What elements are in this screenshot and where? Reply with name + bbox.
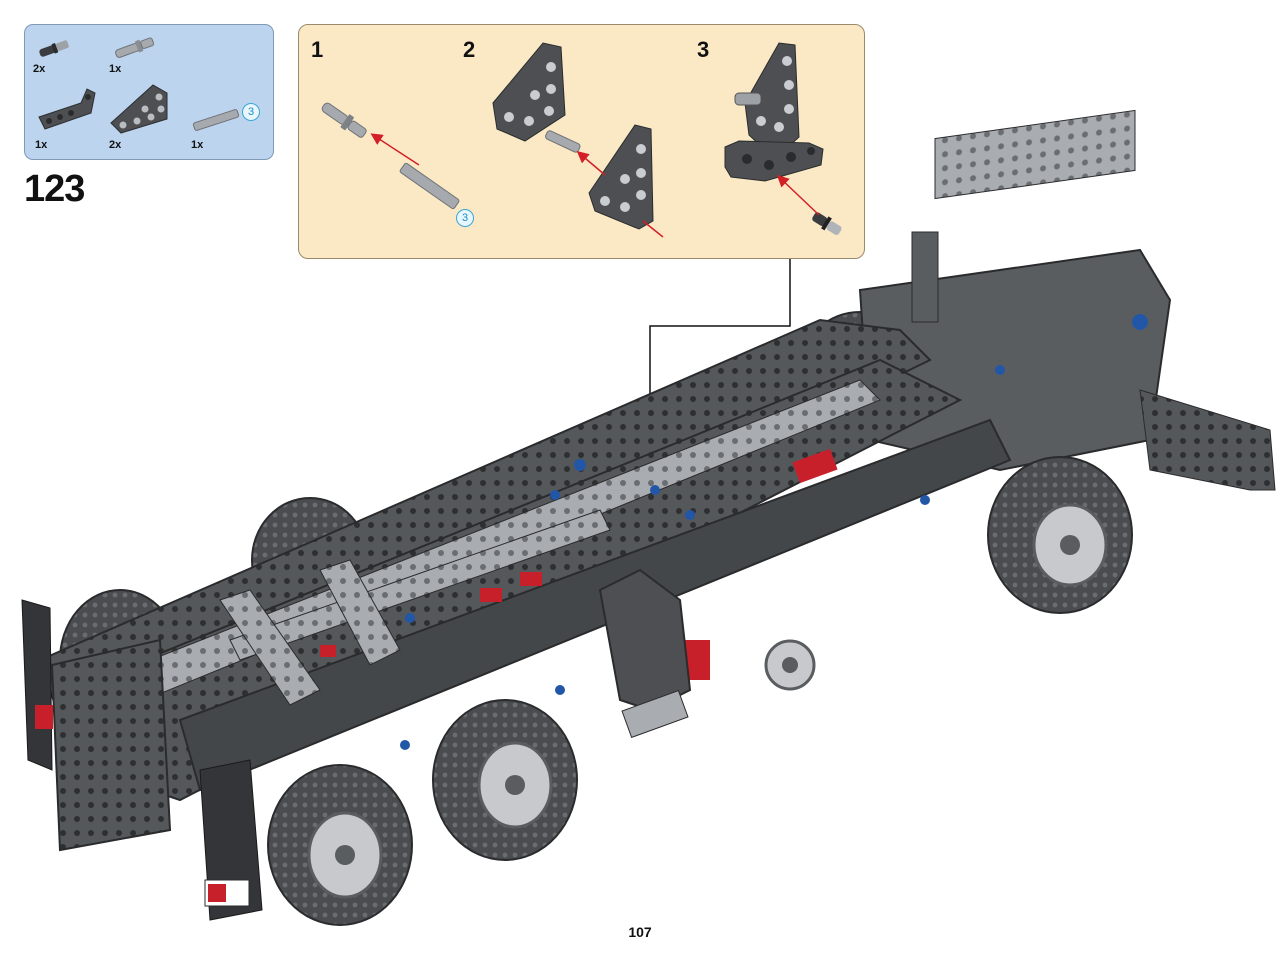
- triangle-beam-icon: [107, 79, 173, 137]
- l-beam-icon: [33, 83, 97, 135]
- color-accents: [320, 365, 1005, 750]
- subassembly-callout: 1 2 3: [298, 24, 865, 259]
- substep-number: 1: [311, 37, 324, 62]
- substep-3-illustration: [724, 42, 842, 235]
- step-number: 123: [24, 168, 85, 210]
- qty-label: 1x: [191, 139, 204, 151]
- front-frame: [858, 109, 1276, 491]
- axle-length-badge: 3: [456, 209, 474, 227]
- qty-label: 2x: [33, 63, 46, 75]
- qty-label: 1x: [109, 63, 122, 75]
- axle-pin-friction-icon: [33, 37, 73, 61]
- substep-1-illustration: [321, 102, 460, 210]
- callout-pointer-line: [649, 259, 791, 590]
- axle-pin-icon: [109, 33, 159, 63]
- qty-label: 2x: [109, 139, 122, 151]
- substep-2-illustration: [492, 42, 664, 238]
- callout-illustrations: [321, 42, 842, 238]
- axle-length-badge: 3: [242, 103, 260, 121]
- callout-pointer-arrowhead: [644, 580, 656, 594]
- far-wheels: [59, 311, 921, 731]
- qty-label: 1x: [35, 139, 48, 151]
- chassis-rails: [38, 318, 1012, 802]
- substep-number: 2: [463, 37, 476, 62]
- axle-3-icon: [189, 105, 243, 135]
- parts-list-box: 2x 1x 1x: [24, 24, 274, 160]
- substep-number: 3: [697, 37, 710, 62]
- page-number: 107: [628, 924, 652, 940]
- rear-end: [21, 599, 263, 921]
- added-bracket: [598, 568, 816, 739]
- near-wheels: [267, 456, 1133, 926]
